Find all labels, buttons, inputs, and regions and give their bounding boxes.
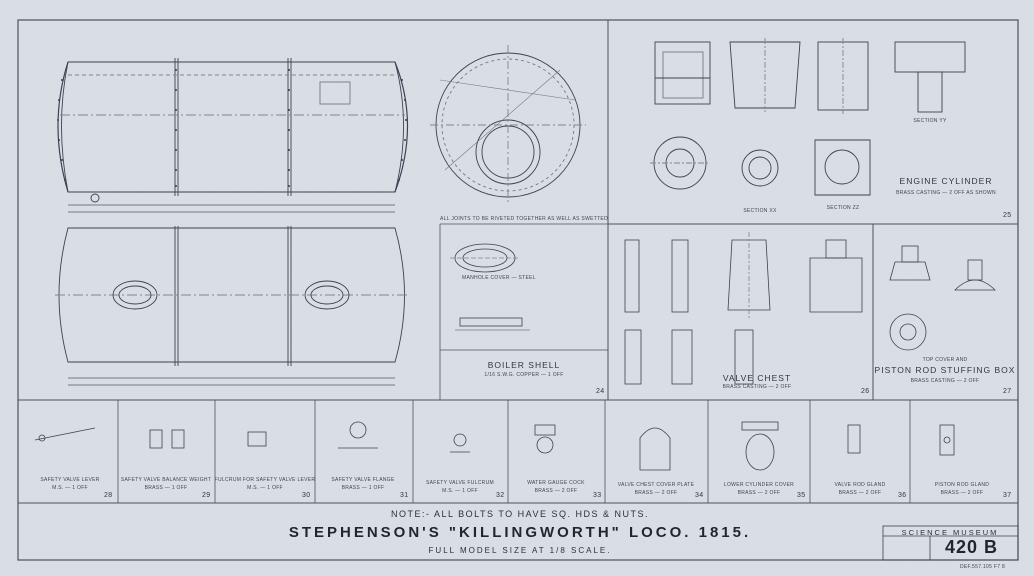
part-number: 33 <box>593 492 602 499</box>
part-spec: BRASS — 1 OFF <box>144 485 188 491</box>
title-block <box>882 525 1019 561</box>
boiler-elevation <box>57 58 409 213</box>
drawing-subtitle: FULL MODEL SIZE AT 1/8 SCALE. <box>428 546 612 555</box>
engine-cylinder-spec: BRASS CASTING — 2 OFF AS SHOWN <box>896 190 996 196</box>
piston-rod-spec: BRASS CASTING — 2 OFF <box>910 378 980 384</box>
part-spec: M.S. — 1 OFF <box>442 488 478 494</box>
part-spec: BRASS — 2 OFF <box>737 490 781 496</box>
part-label: SAFETY VALVE FLANGE <box>331 477 395 483</box>
part-label: SAFETY VALVE BALANCE WEIGHT <box>120 477 212 483</box>
bolt-note: NOTE:- ALL BOLTS TO HAVE SQ. HDS & NUTS. <box>390 509 650 519</box>
part-number: 30 <box>302 492 311 499</box>
section-zz-label: SECTION ZZ <box>826 205 860 211</box>
museum-label: SCIENCE MUSEUM <box>901 528 999 537</box>
boiler-shell-spec: 1/16 S.W.G. COPPER — 1 OFF <box>484 372 564 378</box>
part-spec: M.S. — 1 OFF <box>247 485 283 491</box>
part-number: 36 <box>898 492 907 499</box>
part-spec: BRASS — 2 OFF <box>634 490 678 496</box>
part-label: PISTON ROD GLAND <box>934 482 990 488</box>
section-yy-label: SECTION YY <box>913 118 947 124</box>
panel-number-boiler: 24 <box>596 388 605 395</box>
valve-chest-spec: BRASS CASTING — 2 OFF <box>722 384 792 390</box>
part-label: SAFETY VALVE FULCRUM <box>426 480 494 486</box>
part-label: VALVE ROD GLAND <box>834 482 886 488</box>
panel-number-valve: 26 <box>861 388 870 395</box>
valve-chest-title: VALVE CHEST <box>722 373 792 383</box>
part-number: 32 <box>496 492 505 499</box>
valve-chest-views <box>624 232 863 385</box>
section-xx-label: SECTION XX <box>743 208 777 214</box>
outer-border <box>17 19 1019 561</box>
part-number: 37 <box>1003 492 1012 499</box>
part-spec: M.S. — 1 OFF <box>52 485 88 491</box>
boiler-plan <box>55 226 410 386</box>
part-number: 31 <box>400 492 409 499</box>
part-label: WATER GAUGE COCK <box>527 480 585 486</box>
panel-number-cylinder: 25 <box>1003 212 1012 219</box>
boiler-shell-title: BOILER SHELL <box>487 360 561 370</box>
part-number: 35 <box>797 492 806 499</box>
drawing-number: 420 B <box>945 537 999 557</box>
footer-code: DEF.557.105 F7 8 <box>960 564 1006 570</box>
boiler-end-view <box>430 45 586 205</box>
manhole-detail <box>450 243 530 331</box>
top-cover-label: TOP COVER AND <box>922 357 968 363</box>
part-spec: BRASS — 2 OFF <box>534 488 578 494</box>
part-number: 34 <box>695 492 704 499</box>
piston-rod-title: PISTON ROD STUFFING BOX <box>874 365 1016 375</box>
engine-cylinder-views <box>650 38 966 196</box>
boiler-rivets <box>57 69 407 187</box>
part-label: SAFETY VALVE LEVER <box>40 477 100 483</box>
part-spec: BRASS — 2 OFF <box>838 490 882 496</box>
part-number: 28 <box>104 492 113 499</box>
panel-number-piston: 27 <box>1003 388 1012 395</box>
part-spec: BRASS — 2 OFF <box>940 490 984 496</box>
engine-cylinder-title: ENGINE CYLINDER <box>899 176 993 186</box>
part-label: VALVE CHEST COVER PLATE <box>617 482 695 488</box>
part-label: LOWER CYLINDER COVER <box>723 482 795 488</box>
part-label: FULCRUM FOR SAFETY VALVE LEVER <box>214 477 316 483</box>
part-number: 29 <box>202 492 211 499</box>
small-parts-sketches <box>34 421 955 471</box>
part-spec: BRASS — 1 OFF <box>341 485 385 491</box>
joints-note: ALL JOINTS TO BE RIVETED TOGETHER AS WEL… <box>440 216 608 222</box>
stuffing-box-views <box>889 245 996 351</box>
drawing-title: STEPHENSON'S "KILLINGWORTH" LOCO. 1815. <box>288 524 752 541</box>
manhole-label: MANHOLE COVER — STEEL <box>462 275 536 281</box>
